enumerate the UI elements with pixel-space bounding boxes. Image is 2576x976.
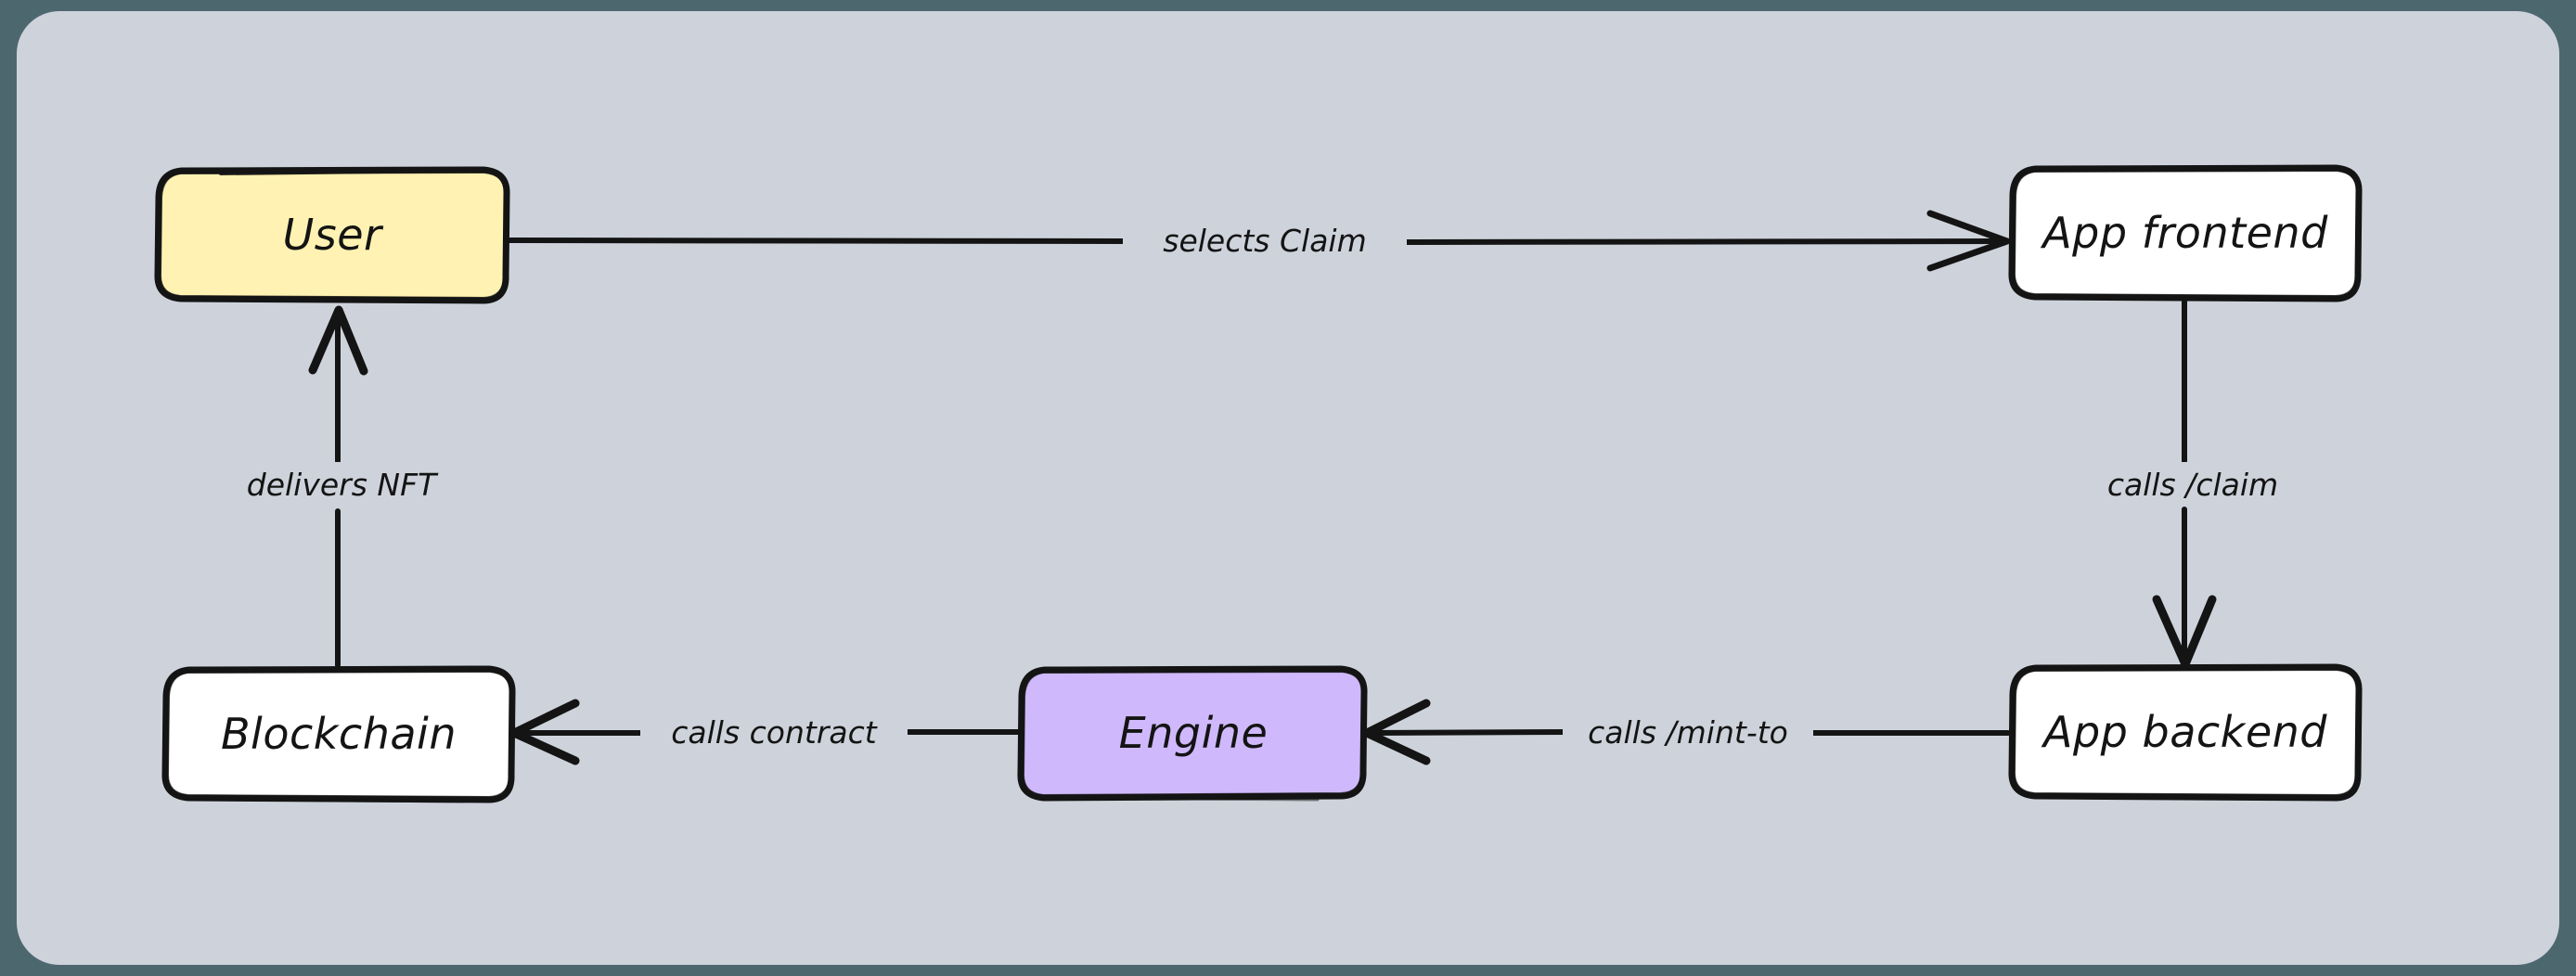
edge-frontend-to-backend	[2152, 298, 2217, 669]
edge-blockchain-to-user-arrowhead	[308, 305, 368, 376]
edge-user-to-frontend-arrowhead	[1926, 210, 2011, 272]
edge-backend-to-engine-line-b	[1367, 729, 1571, 736]
node-app-backend-shape-sketch	[2011, 667, 2361, 798]
node-app-frontend[interactable]	[2008, 164, 2363, 302]
edge-user-to-frontend-line-b	[1380, 238, 2009, 245]
node-engine[interactable]	[1017, 665, 1368, 802]
node-app-frontend-shape	[2008, 164, 2363, 302]
node-engine-bottom-sketch	[1065, 796, 1320, 802]
edge-user-to-frontend	[507, 210, 2011, 272]
node-user-shape-sketch	[157, 170, 509, 301]
node-engine-shape-sketch	[1020, 669, 1366, 798]
node-app-frontend-shape-sketch	[2011, 168, 2361, 299]
edge-frontend-to-backend-arrowhead	[2152, 595, 2217, 669]
edge-engine-to-blockchain	[509, 699, 1021, 765]
node-app-backend-shape	[2008, 663, 2363, 802]
edge-blockchain-to-user	[308, 305, 368, 668]
node-user-shape	[154, 166, 510, 304]
node-app-backend-bottom-sketch	[2077, 794, 2312, 800]
edge-engine-to-blockchain-arrowhead	[509, 699, 580, 765]
node-user-top-sketch	[219, 169, 464, 175]
edge-user-to-frontend-line-a	[507, 238, 1131, 244]
node-blockchain[interactable]	[161, 665, 516, 803]
node-app-backend[interactable]	[2008, 663, 2363, 802]
node-blockchain-bottom-sketch	[230, 798, 466, 803]
edge-backend-to-engine-arrowhead	[1362, 699, 1431, 765]
node-engine-shape	[1017, 665, 1368, 802]
node-user[interactable]	[154, 166, 510, 304]
edge-backend-to-engine	[1362, 699, 2011, 765]
node-blockchain-shape-sketch	[164, 669, 514, 800]
node-blockchain-shape	[161, 665, 516, 803]
